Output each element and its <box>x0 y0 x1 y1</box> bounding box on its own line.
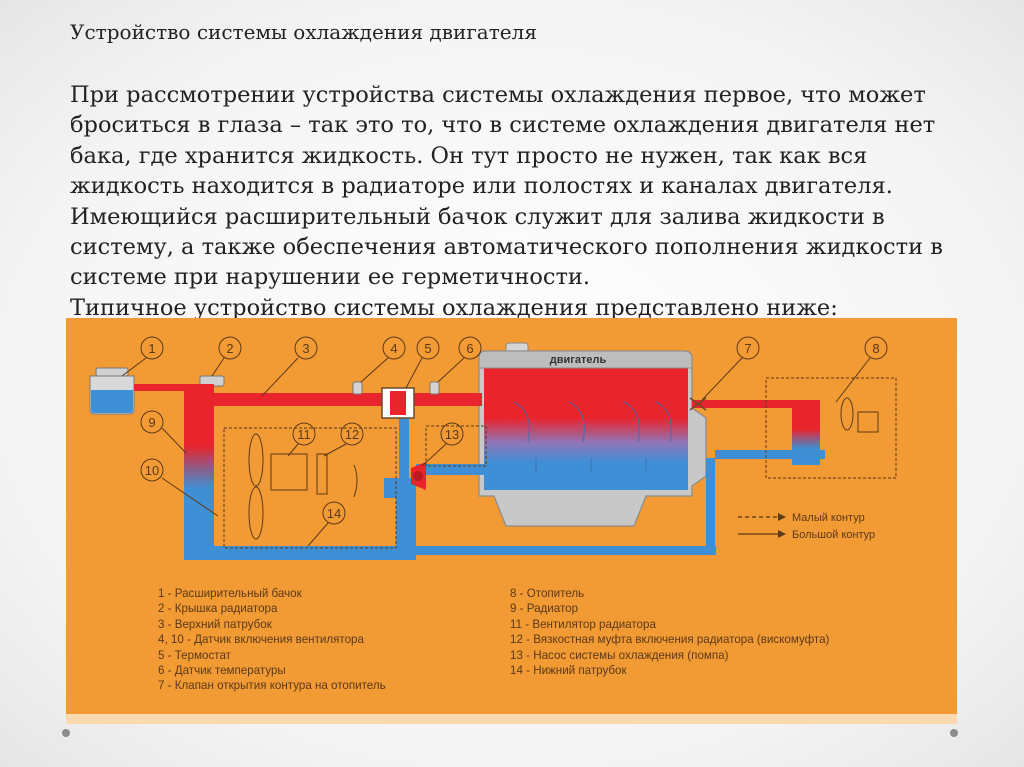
engine-block: двигатель <box>478 342 707 527</box>
legend-item: 14 - Нижний патрубок <box>510 664 627 678</box>
svg-text:5: 5 <box>424 341 431 356</box>
paragraph-line: жидкость находится в радиаторе или полос… <box>70 173 893 200</box>
callout-6: 6 <box>437 336 482 383</box>
small-circuit-label: Малый контур <box>792 512 865 524</box>
slide-body: При рассмотрении устройства системы охла… <box>70 80 950 323</box>
arrow-legend: Малый контур Большой контур <box>738 512 875 541</box>
callout-4: 4 <box>360 336 406 383</box>
legend-item: 9 - Радиатор <box>510 602 579 616</box>
callout-14: 14 <box>307 501 346 547</box>
svg-text:13: 13 <box>445 427 459 442</box>
legend-item: 3 - Верхний патрубок <box>158 617 272 631</box>
legend-item: 6 - Датчик температуры <box>158 664 286 678</box>
slide-corner-dot <box>950 729 958 737</box>
paragraph-line: Имеющийся расширительный бачок служит дл… <box>70 203 885 230</box>
fan-assembly <box>223 427 397 549</box>
svg-text:6: 6 <box>466 341 473 356</box>
paragraph-line: броситься в глаза – так это то, что в си… <box>70 112 936 139</box>
paragraph-line: системе при нарушении ее герметичности. <box>70 264 591 291</box>
svg-text:9: 9 <box>148 415 155 430</box>
legend-item: 5 - Термостат <box>158 648 231 662</box>
callout-8: 8 <box>835 336 888 403</box>
callout-13: 13 <box>421 422 464 467</box>
callout-5: 5 <box>405 336 440 389</box>
diagram-svg: двигатель <box>89 336 897 560</box>
callouts: 1 2 3 4 5 6 7 8 9 10 11 12 13 14 <box>121 336 888 547</box>
heater-circuit <box>689 397 820 465</box>
callout-2: 2 <box>211 336 242 377</box>
legend-item: 7 - Клапан открытия контура на отопитель <box>158 679 386 693</box>
legend-item: 2 - Крышка радиатора <box>158 602 278 616</box>
fan-switch-sensor <box>352 381 363 395</box>
slide-corner-dot <box>62 729 70 737</box>
thermostat <box>381 387 415 419</box>
engine-side-bracket <box>425 425 487 467</box>
svg-text:2: 2 <box>226 341 233 356</box>
svg-text:8: 8 <box>872 341 879 356</box>
callout-12: 12 <box>323 422 364 457</box>
callout-3: 3 <box>261 336 318 397</box>
water-pump <box>411 462 426 490</box>
paragraph-line: При рассмотрении устройства системы охла… <box>70 82 926 108</box>
heater-housing <box>765 377 897 479</box>
slide-title: Устройство системы охлаждения двигателя <box>70 20 537 44</box>
paragraph-line: бака, где хранится жидкость. Он тут прос… <box>70 142 868 169</box>
legend-item: 8 - Отопитель <box>510 587 585 600</box>
engine-label: двигатель <box>550 354 607 366</box>
expansion-tank <box>89 367 135 415</box>
legend-left: 1 - Расширительный бачок 2 - Крышка ради… <box>158 586 386 694</box>
svg-text:3: 3 <box>302 341 309 356</box>
svg-text:7: 7 <box>744 341 751 356</box>
callout-1: 1 <box>121 336 164 377</box>
radiator <box>184 384 214 559</box>
svg-text:12: 12 <box>345 427 359 442</box>
callout-9: 9 <box>140 410 187 454</box>
cooling-system-diagram: двигатель <box>66 318 957 724</box>
paragraph-line: Типичное устройство системы охлаждения п… <box>70 294 838 321</box>
svg-text:4: 4 <box>390 341 397 356</box>
legend-item: 4, 10 - Датчик включения вентилятора <box>158 633 364 647</box>
legend-item: 12 - Вязкостная муфта включения радиатор… <box>510 633 830 647</box>
callout-10: 10 <box>140 458 219 517</box>
callout-7: 7 <box>701 336 760 401</box>
svg-text:10: 10 <box>145 463 159 478</box>
svg-text:14: 14 <box>327 506 341 521</box>
callout-11: 11 <box>287 422 316 457</box>
temperature-sensor <box>429 381 440 395</box>
cold-lower-hose <box>184 406 825 560</box>
legend-item: 13 - Насос системы охлаждения (помпа) <box>510 648 729 662</box>
figure-bottom-strip <box>66 714 957 724</box>
legend-right: 8 - Отопитель 9 - Радиатор 11 - Вентилят… <box>510 586 829 678</box>
paragraph-line: систему, а также обеспечения автоматичес… <box>70 234 943 261</box>
large-circuit-label: Большой контур <box>792 529 875 541</box>
legend-item: 11 - Вентилятор радиатора <box>510 617 656 631</box>
engine-flow-arcs <box>513 401 672 472</box>
engine-coolant-jacket <box>484 366 688 490</box>
legend-item: 1 - Расширительный бачок <box>158 587 302 600</box>
svg-text:1: 1 <box>148 341 155 356</box>
engine-head <box>478 350 693 369</box>
svg-text:11: 11 <box>297 427 311 442</box>
